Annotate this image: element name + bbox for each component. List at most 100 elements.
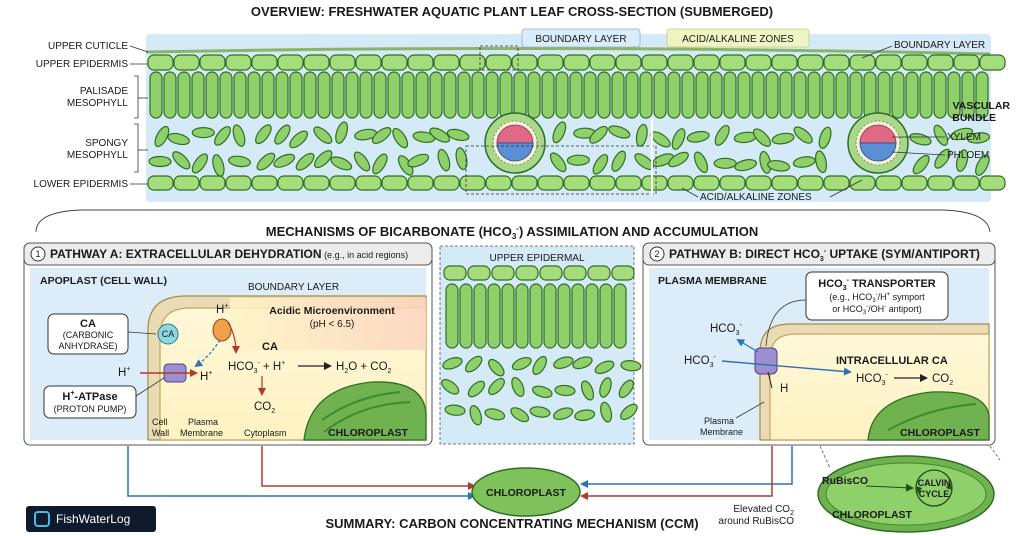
vascular-bundle-right <box>847 112 909 174</box>
epidermis-cell <box>587 265 611 281</box>
palisade-cell <box>947 71 961 119</box>
spongy-cell <box>467 380 486 398</box>
spongy-cell <box>950 127 974 141</box>
hco3-uptake-arrow <box>721 360 852 376</box>
spongy-cell <box>553 407 574 421</box>
spongy-cell <box>488 377 505 396</box>
upper-epidermal-label: UPPER EPIDERMAL <box>489 253 584 264</box>
palisade-cell <box>303 71 317 119</box>
spongy-cell <box>511 376 525 398</box>
palisade-cell <box>737 71 751 119</box>
middle-upper-epidermal-panel: UPPER EPIDERMAL <box>439 245 642 445</box>
spongy-cell <box>469 405 483 426</box>
spongy-cell <box>594 360 615 375</box>
palisade-cell <box>529 283 543 349</box>
epidermis-cell <box>199 175 226 191</box>
epidermis-cell <box>667 54 694 71</box>
palisade-cell <box>527 71 541 119</box>
pathway-b-number-badge <box>649 246 665 262</box>
spongy-cell <box>532 385 553 399</box>
spongy-cell <box>488 358 505 377</box>
h-top: H+ <box>216 303 228 316</box>
epidermis-cell <box>797 175 824 191</box>
boundary-layer-tag-text: BOUNDARY LAYER <box>535 34 626 45</box>
label-lower-epidermis: LOWER EPIDERMIS <box>34 179 129 190</box>
spongy-cell <box>295 152 315 171</box>
b-eq-co2: CO2 <box>932 373 953 387</box>
hatpase-box <box>43 385 137 419</box>
spongy-cell <box>429 127 451 143</box>
vascular-bundle-left <box>484 112 546 174</box>
palisade-cell <box>177 71 191 119</box>
palisade-cell <box>387 71 401 119</box>
label-upper-cuticle: UPPER CUTICLE <box>48 41 128 52</box>
palisade-cell <box>513 71 527 119</box>
pathway-a-header: PATHWAY A: EXTRACELLULAR DEHYDRATION (e.… <box>50 247 408 261</box>
epidermis-cell <box>511 54 538 71</box>
epidermis-cell <box>225 175 252 191</box>
palisade-cell <box>681 71 695 119</box>
palisade-cell <box>835 71 849 119</box>
epidermis-cell <box>329 175 356 191</box>
label-boundary-layer-right: BOUNDARY LAYER <box>894 40 985 51</box>
summary-title: SUMMARY: CARBON CONCENTRATING MECHANISM … <box>325 516 698 531</box>
spongy-cell <box>313 126 333 144</box>
h-channel <box>212 318 232 342</box>
spongy-cell <box>444 404 466 416</box>
spongy-cell <box>510 407 530 423</box>
label-palisade-2: MESOPHYLL <box>67 98 129 109</box>
spongy-cell <box>330 156 353 171</box>
b-eq-hco3: HCO3- <box>856 372 888 387</box>
epidermis-cell <box>589 175 616 191</box>
epidermis-cell <box>797 54 824 71</box>
palisade-cell <box>275 71 289 119</box>
co2-below: CO2 <box>254 401 275 415</box>
ca-box-line1: (CARBONIC <box>63 330 114 340</box>
epidermis-cell <box>875 54 902 71</box>
spongy-cell <box>335 121 349 144</box>
spongy-cell <box>934 148 951 169</box>
epidermis-cell <box>251 175 278 191</box>
pathway-b-number: 2 <box>654 249 659 259</box>
epidermis-cell <box>693 175 720 191</box>
pathway-b-header: PATHWAY B: DIRECT HCO3- UPTAKE (SYM/ANTI… <box>669 247 980 263</box>
spongy-cell <box>714 124 730 146</box>
epidermis-cell <box>381 54 408 71</box>
epidermis-cell <box>979 54 1006 71</box>
h-b-label: H <box>780 383 788 395</box>
epidermis-cell <box>147 175 174 191</box>
epidermis-cell <box>147 54 174 71</box>
apoplast-label: APOPLAST (CELL WALL) <box>40 275 167 287</box>
epidermis-cell <box>771 54 798 71</box>
spongy-cell <box>693 151 709 174</box>
epidermis-cell <box>459 175 486 191</box>
palisade-cell <box>317 71 331 119</box>
epidermis-cell <box>459 54 486 71</box>
summary-section: CHLOROPLAST Elevated CO2 around RuBisCO … <box>127 445 1001 533</box>
acid-zones-tag: ACID/ALKALINE ZONES <box>666 28 810 48</box>
pathway-b-panel: 2 PATHWAY B: DIRECT HCO3- UPTAKE (SYM/AN… <box>642 242 996 446</box>
spongy-mesophyll-cells <box>148 121 991 177</box>
epidermis-cell <box>563 175 590 191</box>
rubisco-label: RuBisCO <box>822 475 868 487</box>
palisade-cell <box>583 71 597 119</box>
palisade-cell <box>205 71 219 119</box>
epidermis-cell <box>927 54 954 71</box>
palisade-cell <box>695 71 709 119</box>
epidermis-cell <box>381 175 408 191</box>
transporter-box <box>805 271 949 321</box>
epidermis-cell <box>823 175 850 191</box>
acid-zones-tag-text: ACID/ALKALINE ZONES <box>682 34 794 45</box>
palisade-cell <box>487 283 501 349</box>
palisade-cell <box>499 71 513 119</box>
leaf-labels-right: BOUNDARY LAYER VASCULAR BUNDLE XYLEM PHL… <box>681 40 1010 203</box>
logo-text: FishWaterLog <box>56 512 131 526</box>
label-spongy-1: SPONGY <box>85 138 128 149</box>
palisade-cell <box>457 71 471 119</box>
h-right: H+ <box>200 370 212 383</box>
epidermis-cell <box>953 54 980 71</box>
palisade-cell <box>919 71 933 119</box>
plasma-membrane-b-1: Plasma <box>704 416 734 426</box>
palisade-cell <box>473 283 487 349</box>
